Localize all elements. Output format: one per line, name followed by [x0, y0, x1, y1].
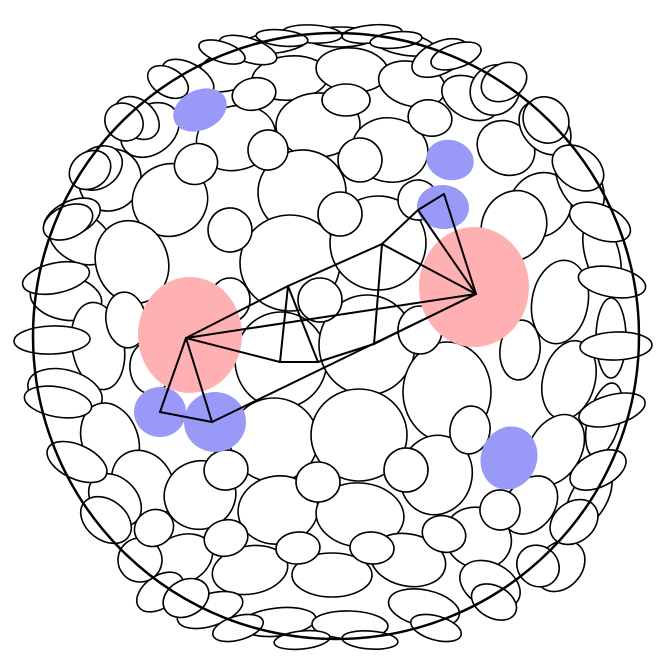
polygon-edge	[381, 243, 477, 295]
packed-circle	[310, 388, 408, 482]
polygon-edge	[287, 243, 383, 287]
packed-circle	[207, 207, 253, 253]
blue-highlight-circle	[173, 88, 227, 132]
sphere-outline	[31, 31, 641, 641]
packed-circle	[295, 461, 341, 503]
polygon-edge	[185, 293, 477, 339]
packed-circle	[383, 447, 429, 493]
packed-circle	[579, 331, 653, 361]
polygon-edge	[159, 411, 213, 423]
packed-circle	[68, 149, 112, 191]
packed-circle	[46, 440, 108, 484]
packed-circle	[94, 219, 170, 305]
packed-circle	[577, 265, 647, 299]
polygon-edge	[159, 337, 187, 413]
polygon-edge	[381, 209, 419, 245]
packed-circle	[470, 583, 518, 621]
packed-circle	[409, 613, 463, 643]
packed-circle	[211, 613, 265, 643]
packed-circle	[247, 129, 289, 171]
blue-highlight-circle	[184, 392, 246, 452]
polygon-edge	[185, 337, 213, 423]
polygon-edge	[287, 285, 319, 363]
packed-circle	[173, 142, 219, 186]
packed-circle	[421, 514, 467, 554]
polygon-edge	[185, 337, 281, 363]
packed-circle	[499, 319, 541, 381]
packed-circle	[530, 259, 590, 345]
packed-circle	[275, 531, 321, 565]
polygon-edge	[443, 193, 477, 295]
polygon-lines-layer	[159, 193, 477, 423]
packed-circle	[211, 544, 289, 596]
packed-circle	[551, 144, 605, 192]
blue-highlight-circle	[417, 184, 469, 230]
polygon-edge	[317, 343, 375, 363]
packed-circle	[321, 83, 371, 117]
polygon-edge	[417, 209, 477, 295]
polygon-edge	[185, 285, 289, 339]
polygon-edge	[279, 285, 289, 363]
packed-circle	[198, 39, 246, 65]
packed-circle	[407, 99, 453, 137]
polygon-edge	[417, 193, 445, 211]
packed-circle	[337, 137, 383, 183]
packed-circle	[133, 508, 175, 548]
polygon-edge	[373, 293, 477, 345]
packed-circle	[349, 531, 395, 565]
blue-highlight-circle	[480, 426, 538, 490]
polygon-edge	[373, 243, 383, 345]
packed-circle	[317, 191, 363, 237]
packed-circle	[203, 518, 249, 558]
packed-circle	[568, 201, 632, 243]
packed-circle	[449, 405, 491, 455]
blue-highlight-circle	[426, 139, 474, 181]
packed-circle	[231, 76, 277, 112]
packed-circle	[291, 552, 373, 598]
packed-circle	[479, 489, 521, 531]
packed-circle	[297, 277, 343, 323]
